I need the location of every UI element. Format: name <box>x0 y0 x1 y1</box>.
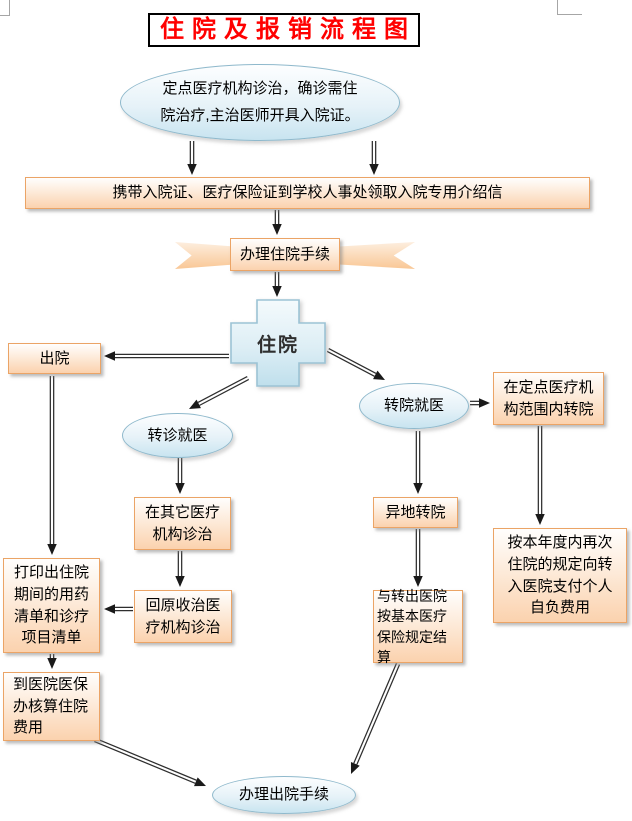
node-remote-transfer: 异地转院 <box>373 497 458 528</box>
arrow-transfer-remote-transfer <box>413 431 423 494</box>
arrow-return-original-print-lists <box>104 604 133 614</box>
arrow-intro-letter-admission-procedure <box>272 210 282 235</box>
node-medicare-office: 到医院医保办核算住院费用 <box>3 672 100 741</box>
arrow-transfer-transfer-in-network <box>470 398 490 408</box>
arrow-hospitalization-transfer <box>326 347 385 380</box>
node-discharge: 出院 <box>8 343 101 374</box>
arrow-admission-procedure-hospitalization <box>272 272 282 297</box>
arrow-start-intro-letter-right <box>369 141 379 175</box>
arrow-medicare-office-discharge-procedure <box>94 737 206 787</box>
arrow-start-intro-letter-left <box>187 141 197 175</box>
ribbon-tail-right-icon <box>333 242 415 269</box>
node-discharge-procedure: 办理出院手续 <box>212 776 356 814</box>
arrow-referral-other-institution <box>175 458 185 494</box>
node-hospitalization-label: 住院 <box>256 334 299 356</box>
node-hospitalization: 住院 <box>230 299 326 387</box>
arrow-discharge-print-lists <box>47 376 57 555</box>
node-start: 定点医疗机构诊治，确诊需住院治疗,主治医师开具入院证。 <box>120 64 400 141</box>
arrow-print-lists-medicare-office <box>47 654 57 669</box>
arrow-other-institution-return-original <box>175 551 185 587</box>
node-transfer: 转院就医 <box>359 383 469 429</box>
page-corner-mark-left <box>0 0 10 16</box>
node-transfer-in-network: 在定点医疗机构范围内转院 <box>493 372 604 425</box>
node-admission-procedure: 办理住院手续 <box>230 238 340 271</box>
arrow-transfer-in-network-pay-self <box>535 426 545 525</box>
arrow-settlement-discharge-procedure <box>350 663 401 774</box>
node-settlement: 与转出医院按基本医疗保险规定结算 <box>373 588 463 665</box>
node-referral: 转诊就医 <box>122 413 233 458</box>
page-corner-mark-right <box>557 0 582 15</box>
node-pay-self: 按本年度内再次住院的规定向转入医院支付个人自负费用 <box>493 528 627 623</box>
node-intro-letter: 携带入院证、医疗保险证到学校人事处领取入院专用介绍信 <box>25 177 590 209</box>
hospital-cross-icon <box>230 299 326 387</box>
arrow-hospitalization-discharge <box>104 351 229 361</box>
node-return-original: 回原收治医疗机构诊治 <box>134 590 232 643</box>
node-start-label: 定点医疗机构诊治，确诊需住院治疗,主治医师开具入院证。 <box>160 80 360 124</box>
arrow-remote-transfer-settlement <box>413 529 423 587</box>
node-print-lists: 打印出住院期间的用药清单和诊疗项目清单 <box>3 558 100 653</box>
page-title: 住院及报销流程图 <box>148 13 420 48</box>
node-other-institution: 在其它医疗机构诊治 <box>134 497 231 550</box>
